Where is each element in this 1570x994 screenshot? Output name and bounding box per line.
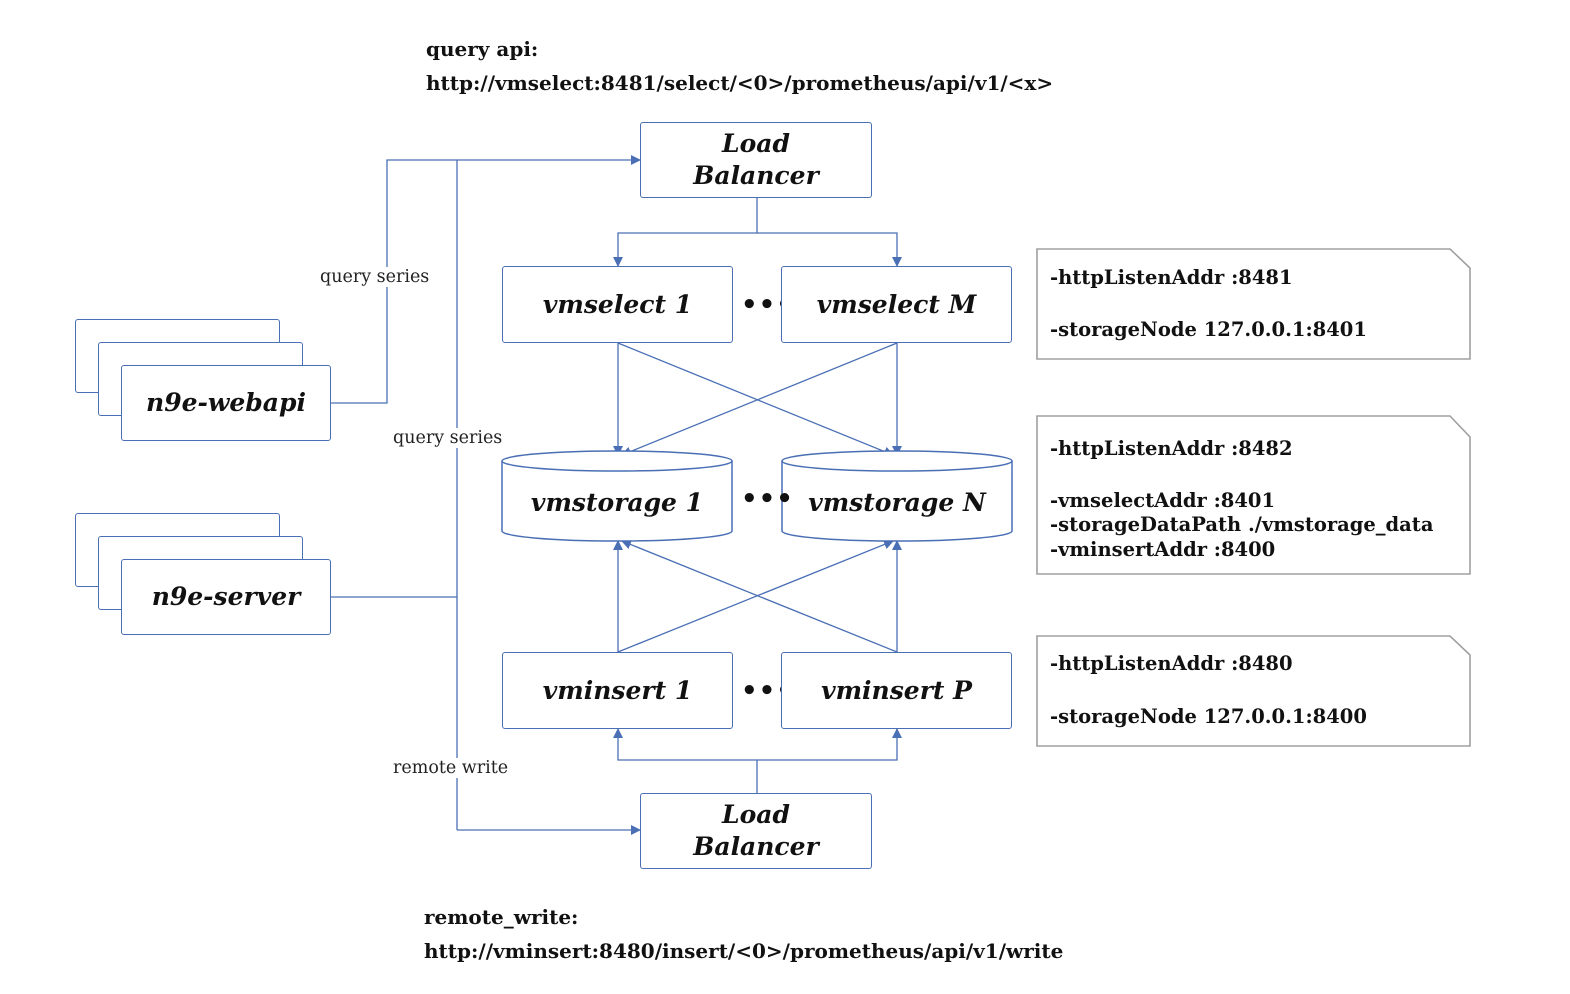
edge-lb-to-vmselect-1: [613, 198, 758, 267]
edge-lb-to-vmselect-m: [757, 232, 902, 267]
vmstorage-1-cylinder: [501, 450, 733, 542]
edge-vminsert1-vmstorageN: [617, 539, 894, 653]
note-vmstorage-shape: [1036, 415, 1471, 575]
note-vminsert-line-3: -storageNode 127.0.0.1:8400: [1050, 705, 1367, 728]
note-vmstorage-line-5: -vminsertAddr :8400: [1050, 538, 1276, 561]
edge-vmselect1-vmstorageN: [617, 342, 894, 457]
n9e-server-node: n9e-server: [121, 559, 331, 635]
load-balancer-top: Load Balancer: [640, 122, 872, 198]
load-balancer-bottom: Load Balancer: [640, 793, 872, 869]
vmstorage-1-label: vmstorage 1: [530, 487, 704, 517]
query-api-url: http://vmselect:8481/select/<0>/promethe…: [426, 71, 1054, 95]
note-vmstorage-line-3: -vmselectAddr :8401: [1050, 489, 1276, 512]
note-vmstorage-line-1: -httpListenAddr :8482: [1050, 437, 1293, 460]
vmselect-m-node: vmselect M: [781, 266, 1012, 343]
remote-write-title: remote_write:: [424, 905, 579, 929]
edge-label-query-series-webapi: query series: [318, 267, 432, 287]
remote-write-url: http://vminsert:8480/insert/<0>/promethe…: [424, 939, 1064, 963]
note-vmselect-shape: [1036, 248, 1471, 360]
n9e-webapi-node: n9e-webapi: [121, 365, 331, 441]
edge-vminsertP-vmstorage1: [621, 539, 898, 653]
vmstorage-ellipsis: •••: [741, 484, 794, 514]
vmstorage-n-label: vmstorage N: [808, 487, 986, 517]
edge-label-remote-write: remote write: [391, 758, 511, 778]
query-api-title: query api:: [426, 37, 539, 61]
vmstorage-n-cylinder: [781, 450, 1013, 542]
edge-vmselectM-vmstorage1: [621, 342, 898, 457]
note-vmselect-line-1: -httpListenAddr :8481: [1050, 266, 1293, 289]
edge-lb-to-vminsert-p: [757, 728, 902, 761]
vmselect-1-node: vmselect 1: [502, 266, 733, 343]
edge-label-query-series-server: query series: [391, 428, 505, 448]
note-vminsert-line-1: -httpListenAddr :8480: [1050, 652, 1293, 675]
vminsert-1-node: vminsert 1: [502, 652, 733, 729]
note-vmselect-line-3: -storageNode 127.0.0.1:8401: [1050, 318, 1367, 341]
note-vmstorage-line-4: -storageDataPath ./vmstorage_data: [1050, 513, 1434, 536]
edge-lb-to-vminsert-1: [613, 728, 758, 793]
note-vminsert-shape: [1036, 635, 1471, 747]
load-balancer-top-label: Load Balancer: [693, 129, 819, 190]
vminsert-p-node: vminsert P: [781, 652, 1012, 729]
load-balancer-bottom-label: Load Balancer: [693, 800, 819, 861]
